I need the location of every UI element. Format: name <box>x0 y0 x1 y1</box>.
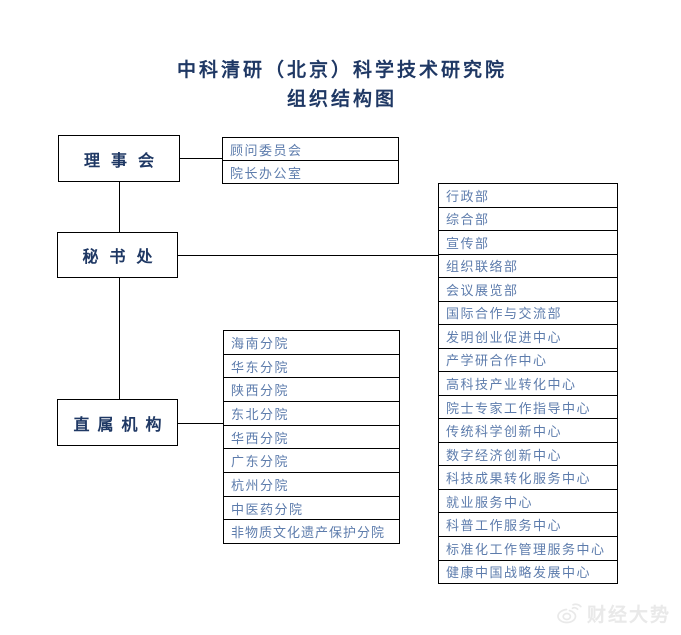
department-row: 健康中国战略发展中心 <box>439 559 617 584</box>
board-child-row: 顾问委员会 <box>230 142 303 158</box>
branch-row: 非物质文化遗产保护分院 <box>224 519 399 543</box>
department-row: 科普工作服务中心 <box>439 512 617 536</box>
node-secretariat: 秘书处 <box>57 232 178 278</box>
branch-row: 广东分院 <box>224 448 399 472</box>
node-board-label: 理事会 <box>83 152 165 170</box>
department-row: 宣传部 <box>439 230 617 254</box>
department-row: 国际合作与交流部 <box>439 300 617 325</box>
watermark: 财经大势 <box>556 600 671 627</box>
department-row: 综合部 <box>439 206 617 231</box>
branch-row: 海南分院 <box>231 335 290 351</box>
branches-group: 海南分院 华东分院 陕西分院 东北分院 华西分院 广东分院 杭州分院 中医药分院… <box>223 330 400 544</box>
weibo-icon <box>556 602 582 626</box>
department-row: 会议展览部 <box>439 277 617 301</box>
department-row: 高科技产业转化中心 <box>439 371 617 395</box>
board-child-row: 院长办公室 <box>223 160 398 183</box>
department-row: 数字经济创新中心 <box>439 441 617 466</box>
department-row: 就业服务中心 <box>439 488 617 513</box>
branch-row: 东北分院 <box>224 401 399 425</box>
connector-secretariat-to-departments <box>178 255 438 256</box>
chart-title-line2: 组织结构图 <box>286 89 397 110</box>
department-row: 标准化工作管理服务中心 <box>439 535 617 560</box>
department-row: 院士专家工作指导中心 <box>439 394 617 419</box>
branch-row: 华东分院 <box>224 353 399 378</box>
node-secretariat-label: 秘书处 <box>82 249 164 266</box>
department-row: 传统科学创新中心 <box>439 418 617 442</box>
departments-group: 行政部 综合部 宣传部 组织联络部 会议展览部 国际合作与交流部 发明创业促进中… <box>438 183 618 584</box>
watermark-text: 财经大势 <box>586 605 671 626</box>
branch-row: 中医药分院 <box>224 495 399 520</box>
connector-secretariat-to-direct-orgs <box>119 277 120 399</box>
branch-row: 陕西分院 <box>224 377 399 401</box>
department-row: 组织联络部 <box>439 253 617 278</box>
chart-title-line1: 中科清研（北京）科学技术研究院 <box>176 60 507 81</box>
connector-direct-orgs-to-branches <box>178 423 223 424</box>
branch-row: 杭州分院 <box>224 472 399 496</box>
node-direct-orgs: 直属机构 <box>57 399 178 446</box>
connector-board-to-children <box>180 158 222 159</box>
connector-board-to-secretariat <box>119 181 120 232</box>
department-row: 科技成果转化服务中心 <box>439 465 617 489</box>
branch-row: 华西分院 <box>224 424 399 449</box>
department-row: 行政部 <box>446 188 490 204</box>
node-direct-orgs-label: 直属机构 <box>73 416 170 434</box>
department-row: 产学研合作中心 <box>439 347 617 372</box>
department-row: 发明创业促进中心 <box>439 324 617 348</box>
node-board: 理事会 <box>58 135 180 182</box>
board-children-group: 顾问委员会 院长办公室 <box>222 137 399 184</box>
